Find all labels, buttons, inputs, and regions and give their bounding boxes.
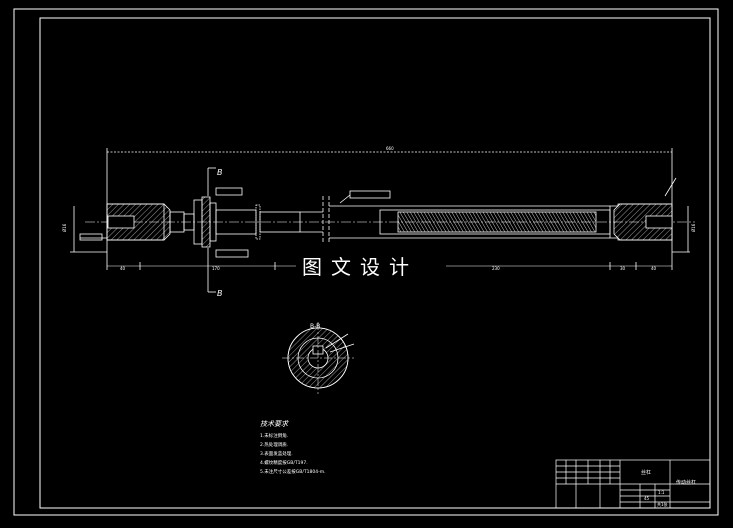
- dim-diameter-right: Ø16: [691, 223, 696, 232]
- title-block-part-name: 丝杠: [641, 469, 651, 476]
- dim-mid-left: 170: [212, 266, 220, 271]
- right-keyway: [645, 215, 673, 229]
- section-label-top: B: [217, 168, 223, 177]
- title-block-material: 45: [644, 496, 650, 501]
- section-label-bottom: B: [217, 289, 223, 298]
- right-end-hatch: [613, 203, 673, 241]
- title-block-scale: 1:1: [658, 490, 665, 495]
- left-keyway: [107, 215, 135, 229]
- inner-border: [39, 17, 711, 509]
- dim-left-end: 40: [120, 266, 126, 271]
- shaft-main-view: [70, 148, 695, 293]
- note-item-5: 5.未注尺寸公差按GB/T1804-m.: [260, 468, 326, 475]
- dim-right-b: 40: [651, 266, 657, 271]
- note-item-4: 4.螺纹精度按GB/T197.: [260, 459, 308, 466]
- dim-diameter-left: Ø16: [62, 223, 67, 232]
- title-block-sheet: 共1张: [657, 501, 668, 507]
- note-item-3: 3.表面发蓝处理.: [260, 450, 293, 457]
- thread-hatch: [397, 211, 597, 233]
- notes-title: 技术要求: [260, 420, 289, 428]
- title-block-drawing-title: 传动丝杠: [676, 479, 696, 486]
- dim-thread-length: 230: [492, 266, 500, 271]
- left-end-hatch: [106, 203, 171, 241]
- dim-right-a: 30: [620, 266, 626, 271]
- dim-overall-length: 660: [386, 146, 394, 151]
- outer-border: [13, 8, 719, 516]
- technical-notes: 技术要求 1.未标注倒角. 2.热处理调质. 3.表面发蓝处理. 4.螺纹精度按…: [260, 420, 326, 475]
- note-item-1: 1.未标注倒角.: [260, 432, 288, 439]
- section-view-bb: [282, 322, 355, 394]
- note-item-2: 2.热处理调质.: [260, 441, 288, 448]
- section-view-title: B-B: [310, 323, 320, 330]
- title-block: [555, 459, 711, 509]
- watermark-bg: [296, 252, 446, 280]
- watermark-text: 图文设计: [302, 255, 418, 279]
